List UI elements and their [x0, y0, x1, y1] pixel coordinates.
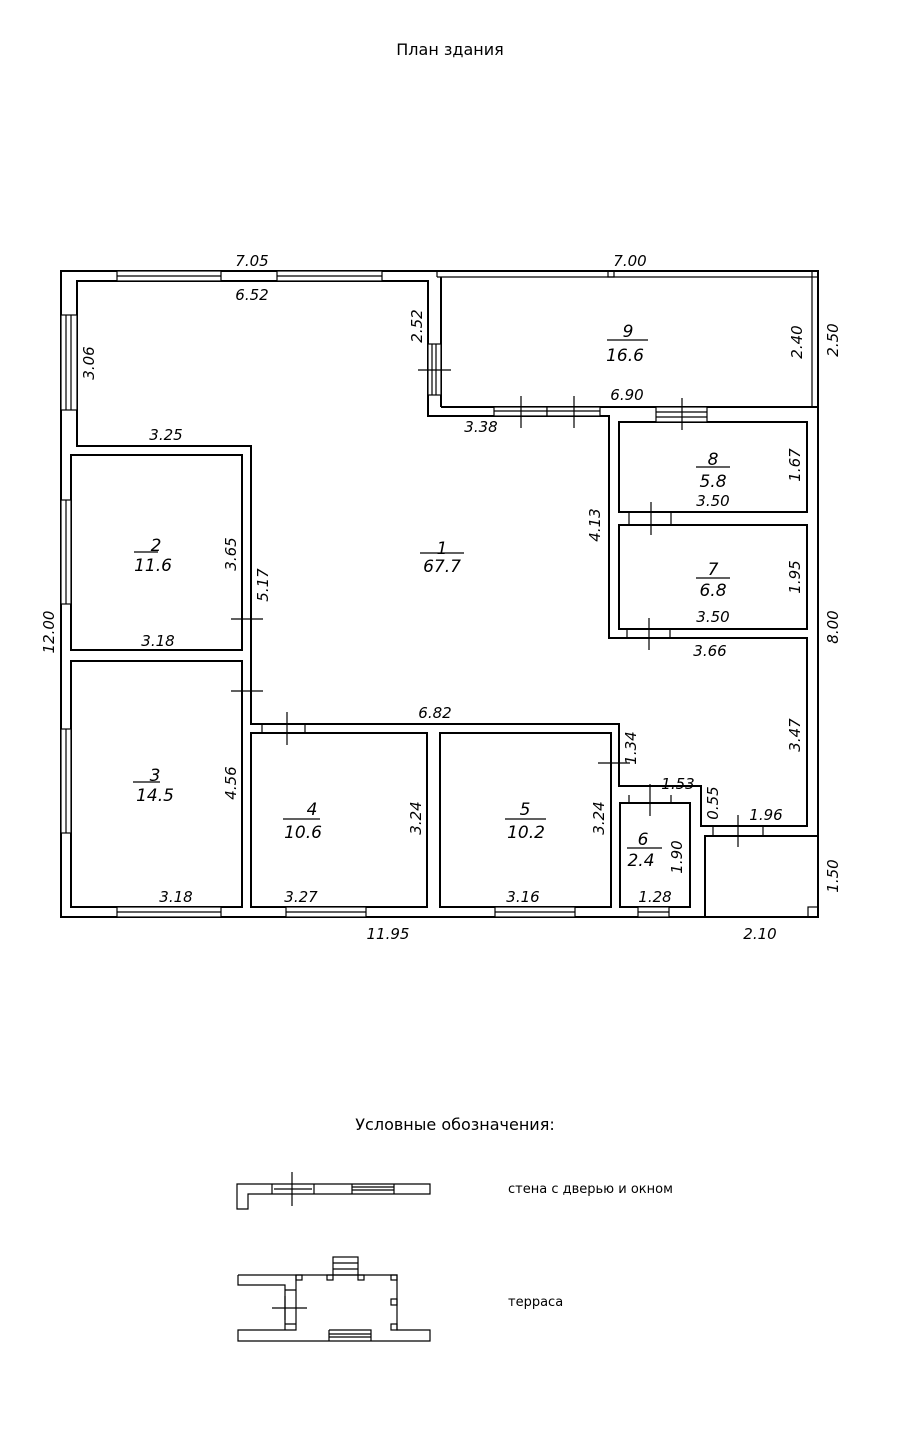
svg-text:1.28: 1.28 [638, 888, 671, 906]
svg-text:6.52: 6.52 [235, 286, 268, 304]
svg-text:3.27: 3.27 [284, 888, 318, 906]
room-6-label: 62.4 [627, 830, 662, 871]
svg-text:67.7: 67.7 [423, 557, 461, 577]
room-7-outline [618, 524, 808, 630]
svg-text:0.55: 0.55 [704, 786, 722, 819]
page-title: План здания [396, 40, 504, 59]
svg-text:3.50: 3.50 [696, 492, 729, 510]
room-3-label: 314.5 [133, 766, 174, 806]
room-5-label: 510.2 [505, 800, 546, 843]
svg-text:3.06: 3.06 [80, 346, 98, 379]
svg-text:3.18: 3.18 [141, 632, 174, 650]
svg-text:8: 8 [708, 450, 719, 470]
svg-text:2.52: 2.52 [408, 309, 426, 342]
svg-text:1.90: 1.90 [668, 840, 686, 873]
svg-text:3.47: 3.47 [786, 718, 804, 752]
svg-text:2: 2 [151, 536, 162, 556]
terrace-outline [704, 835, 819, 918]
room-7-label: 76.8 [696, 560, 730, 601]
svg-text:1.34: 1.34 [622, 731, 640, 764]
svg-text:1.50: 1.50 [824, 859, 842, 892]
svg-text:6.90: 6.90 [610, 386, 643, 404]
svg-text:4: 4 [307, 800, 318, 820]
svg-text:1.67: 1.67 [786, 448, 804, 482]
terrace-post [811, 270, 819, 278]
svg-text:14.5: 14.5 [136, 786, 174, 806]
room-1-outline [76, 280, 808, 827]
svg-text:3.25: 3.25 [149, 426, 182, 444]
windows [60, 270, 708, 918]
room-1-label: 167.7 [420, 539, 464, 577]
svg-text:10.2: 10.2 [507, 823, 545, 843]
legend-wall-symbol [236, 1172, 431, 1210]
room-8-outline [618, 421, 808, 513]
vertical-dimension-labels: 3.06 2.52 2.40 2.50 1.67 4.13 1.95 8.00 … [40, 309, 842, 892]
svg-text:2.4: 2.4 [627, 851, 654, 871]
svg-text:7.00: 7.00 [613, 252, 646, 270]
svg-text:12.00: 12.00 [40, 611, 58, 654]
svg-text:1.96: 1.96 [749, 806, 782, 824]
svg-text:1: 1 [437, 539, 448, 559]
svg-text:3.65: 3.65 [222, 537, 240, 570]
svg-text:11.6: 11.6 [134, 556, 172, 576]
svg-text:1.95: 1.95 [786, 560, 804, 593]
svg-text:2.10: 2.10 [743, 925, 776, 943]
legend-terrace-label: терраса [508, 1295, 564, 1310]
svg-text:3: 3 [150, 766, 161, 786]
doors [231, 369, 764, 847]
svg-text:3.24: 3.24 [407, 801, 425, 834]
svg-text:3.24: 3.24 [590, 801, 608, 834]
dimension-labels: 7.05 6.52 7.00 3.25 3.38 6.90 3.50 3.50 … [141, 252, 782, 943]
svg-text:3.38: 3.38 [464, 418, 497, 436]
svg-text:10.6: 10.6 [284, 823, 322, 843]
legend-terrace-symbol [237, 1256, 431, 1342]
svg-text:2.40: 2.40 [788, 325, 806, 358]
terrace-post [607, 270, 615, 278]
terrace-post [807, 906, 819, 918]
svg-text:4.56: 4.56 [222, 766, 240, 799]
room-9-label: 916.6 [606, 322, 648, 366]
svg-text:16.6: 16.6 [606, 346, 644, 366]
svg-text:9: 9 [623, 322, 634, 342]
svg-text:7.05: 7.05 [235, 252, 268, 270]
svg-text:3.66: 3.66 [693, 642, 726, 660]
svg-text:6.8: 6.8 [699, 581, 726, 601]
room-5-outline [439, 732, 612, 908]
legend-title: Условные обозначения: [355, 1115, 555, 1134]
svg-text:3.18: 3.18 [159, 888, 192, 906]
svg-text:6: 6 [638, 830, 649, 850]
legend-wall-label: стена с дверью и окном [508, 1182, 673, 1197]
room-2-label: 211.6 [134, 536, 172, 576]
room-4-label: 410.6 [283, 800, 322, 843]
svg-text:4.13: 4.13 [586, 508, 604, 541]
svg-text:1.53: 1.53 [661, 775, 694, 793]
svg-text:6.82: 6.82 [418, 704, 451, 722]
svg-text:2.50: 2.50 [824, 323, 842, 356]
svg-text:5.17: 5.17 [254, 568, 272, 602]
svg-text:11.95: 11.95 [367, 925, 410, 943]
svg-text:3.16: 3.16 [506, 888, 539, 906]
svg-text:3.50: 3.50 [696, 608, 729, 626]
svg-text:5: 5 [520, 800, 531, 820]
room-4-outline [250, 732, 428, 908]
room-labels: 167.7 211.6 314.5 410.6 510.2 62.4 76.8 … [133, 322, 730, 871]
svg-text:8.00: 8.00 [824, 610, 842, 643]
svg-text:7: 7 [708, 560, 719, 580]
room-8-label: 85.8 [696, 450, 730, 492]
svg-text:5.8: 5.8 [699, 472, 726, 492]
